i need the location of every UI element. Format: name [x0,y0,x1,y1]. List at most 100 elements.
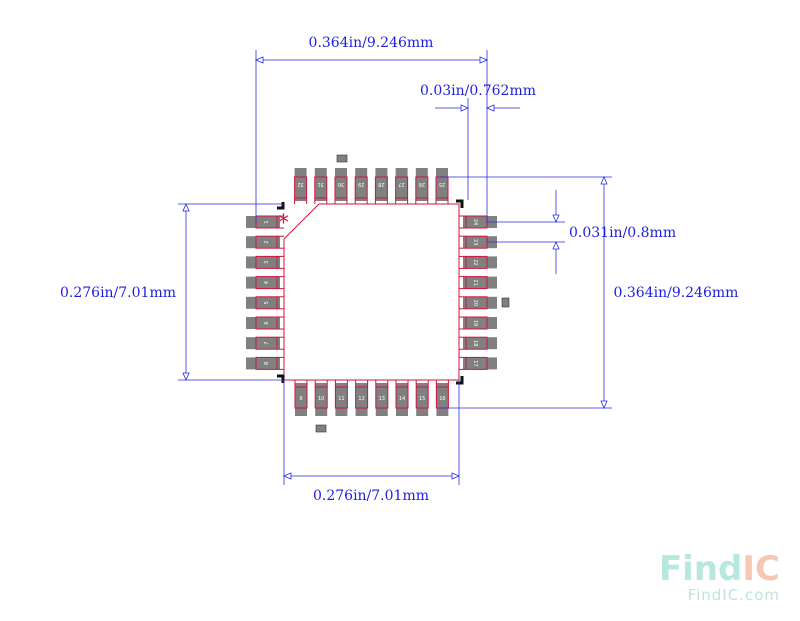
pin-number: 27 [398,181,404,187]
copper-pad [375,168,388,201]
pin-number: 18 [472,340,478,346]
pin1-marker: * [278,211,289,236]
lead-outline [374,176,388,199]
copper-pad [463,357,497,370]
pad-bottom-16: 16 [435,380,449,416]
copper-pad [246,337,280,350]
pin-number: 26 [419,181,425,187]
pin-number: 4 [264,281,270,284]
watermark-logo: FindIC [659,549,780,589]
pin-number: 1 [264,220,270,223]
copper-pad [335,168,347,201]
pin-number: 5 [264,301,270,304]
lead-outline [415,386,429,409]
lead-outline [395,386,409,409]
pad-right-24: 24 [459,215,497,229]
pin-number: 11 [338,396,344,402]
watermark: FindIC FindIC.com [659,549,780,604]
pad-top-27: 27 [395,168,409,204]
copper-pad [463,296,497,309]
pin-number: 16 [439,396,445,402]
pad-top-28: 28 [374,168,388,204]
copper-pad [246,317,280,329]
pad-right-23: 23 [459,235,497,249]
lead-outline [375,386,389,409]
pad-bottom-12: 12 [355,380,369,416]
lead-outline [255,255,278,269]
lead-outline [465,356,488,370]
copper-pad [463,276,497,289]
pin-number: 13 [379,396,385,402]
pad-left-4: 4 [246,276,284,290]
copper-pad [246,276,280,289]
pad-left-5: 5 [246,296,284,310]
body-chamfer [283,203,320,240]
pin-number: 7 [264,342,270,345]
lead-outline [255,316,278,330]
corner-mark-bottom-left [277,374,285,383]
pad-bottom-13: 13 [375,380,389,416]
lead-outline [395,176,409,199]
lead-outline [465,316,488,330]
pin-number: 25 [439,181,445,187]
lead-outline [334,176,348,199]
pin-number: 24 [472,219,478,225]
pad-right-22: 22 [459,255,497,269]
copper-pad [246,357,280,370]
pad-top-25: 25 [435,168,449,204]
lead-outline [415,176,429,199]
lead-outline [255,235,278,249]
copper-pad [463,256,497,269]
pin-number: 29 [358,181,364,187]
lead-outline [294,386,308,409]
copper-pad [246,256,280,269]
dim-pitch-label: 0.031in/0.8mm [569,225,676,241]
pad-right-18: 18 [459,336,497,350]
copper-pad [246,296,280,309]
watermark-brand-prefix: Find [659,549,742,589]
pad-right-19: 19 [459,316,497,330]
lead-outline [334,386,348,409]
pin-number: 28 [378,181,384,187]
pad-top-31: 31 [314,168,328,204]
copper-pad [436,168,448,201]
fiducial-top [336,154,348,163]
pin-number: 19 [472,320,478,326]
pad-left-6: 6 [246,316,284,330]
pin-number: 14 [399,396,405,402]
pin-number: 20 [472,300,478,306]
pad-bottom-15: 15 [415,380,429,416]
pad-left-7: 7 [246,336,284,350]
lead-outline [355,386,369,409]
pin-number: 12 [358,396,364,402]
pin-number: 31 [318,181,324,187]
pin-number: 3 [264,261,270,264]
pad-left-2: 2 [246,235,284,249]
lead-outline [465,296,488,310]
copper-pad [246,236,280,249]
pad-left-1: 1 [246,215,284,229]
corner-mark-top-right [456,199,464,208]
dim-right-height-label: 0.364in/9.246mm [614,285,739,301]
fiducials [315,154,510,433]
pin-number: 15 [419,396,425,402]
pin-number: 23 [472,239,478,245]
lead-outline [465,276,488,290]
package-body: * [277,199,464,385]
dim-bottom-width-label: 0.276in/7.01mm [313,488,429,504]
watermark-brand-suffix: IC [742,549,780,589]
pad-left-8: 8 [246,356,284,370]
fiducial-bottom [315,424,327,433]
pin-number: 30 [338,181,344,187]
lead-outline [255,296,278,310]
pad-top-32: 32 [294,168,308,204]
copper-pad [355,168,368,201]
lead-outline [255,356,278,370]
copper-pad [415,168,428,201]
pad-top-29: 29 [354,168,368,204]
pad-right-17: 17 [459,356,497,370]
copper-pad [395,168,408,201]
lead-outline [314,176,328,199]
